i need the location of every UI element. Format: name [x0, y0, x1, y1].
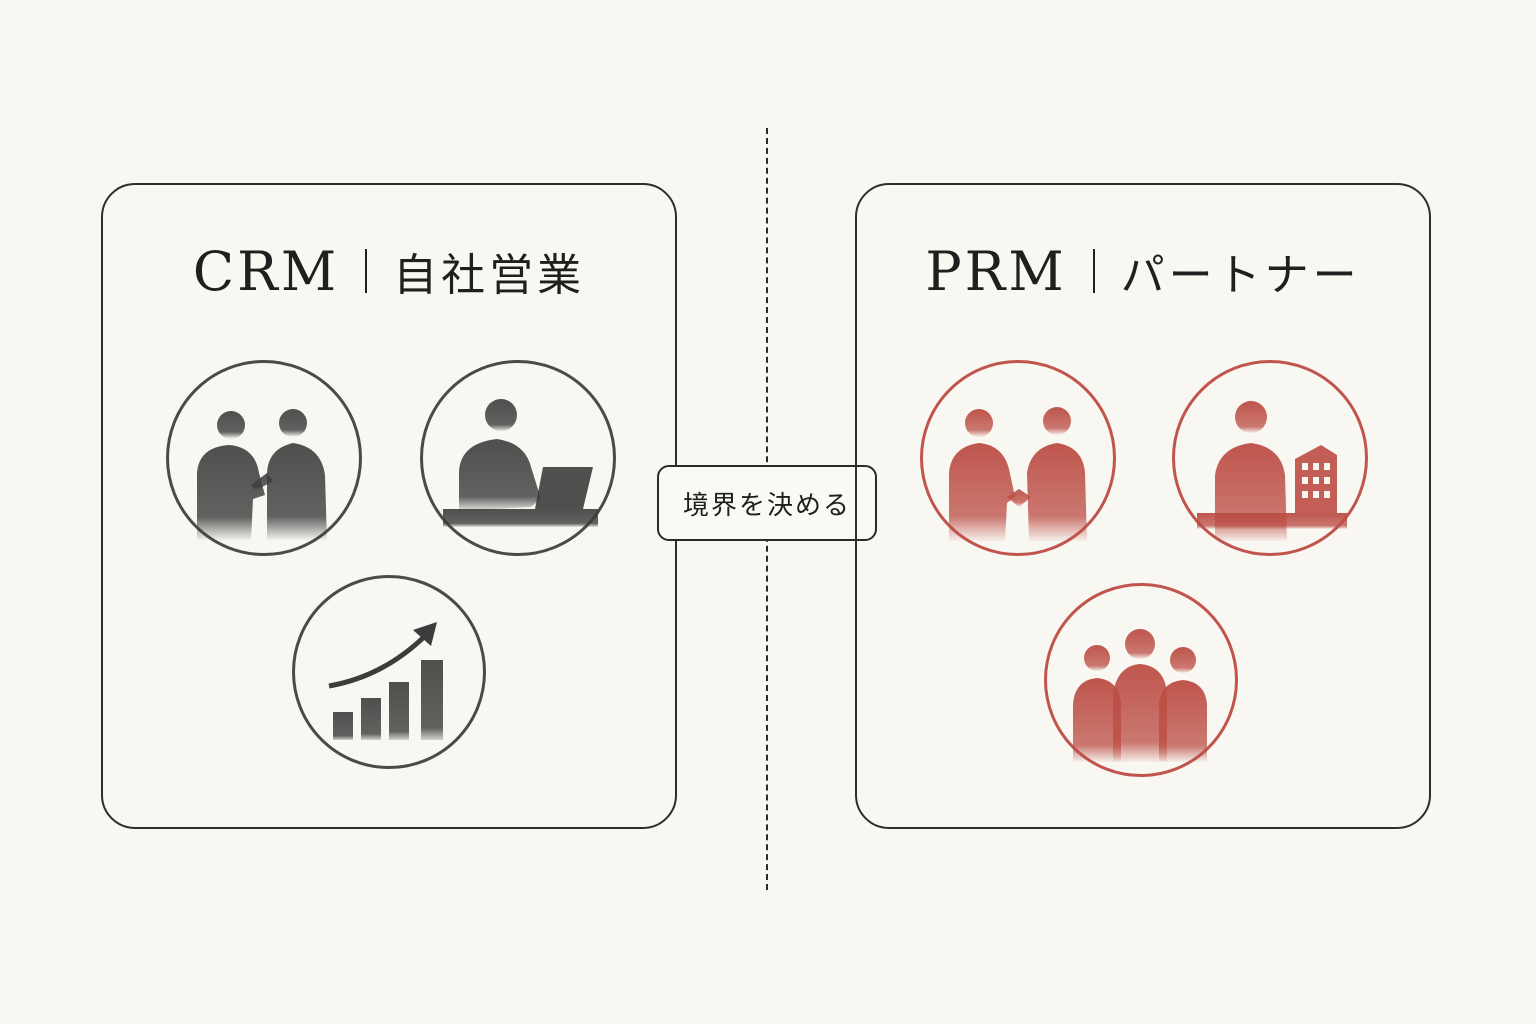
prm-title: PRM パートナー [855, 236, 1431, 306]
prm-title-latin: PRM [925, 239, 1067, 303]
conversation-icon-graphic [197, 409, 327, 541]
team-icon [1044, 583, 1238, 777]
conversation-icon [166, 360, 362, 556]
person-building-icon-graphic [1197, 401, 1347, 541]
handshake-icon [920, 360, 1116, 556]
person-building-icon [1172, 360, 1368, 556]
crm-title: CRM 自社営業 [101, 236, 677, 306]
crm-title-latin: CRM [192, 239, 340, 303]
laptop-worker-icon [420, 360, 616, 556]
laptop-worker-icon-graphic [443, 399, 598, 527]
boundary-label: 境界を決める [657, 465, 877, 541]
crm-title-jp: 自社営業 [393, 250, 586, 301]
prm-panel [855, 183, 1431, 829]
prm-title-jp: パートナー [1120, 250, 1361, 301]
crm-title-separator [365, 249, 368, 293]
growth-chart-icon-graphic [328, 622, 443, 740]
prm-title-separator [1092, 249, 1095, 293]
handshake-icon-graphic [949, 407, 1087, 541]
growth-chart-icon [292, 575, 486, 769]
team-icon-graphic [1073, 629, 1207, 762]
